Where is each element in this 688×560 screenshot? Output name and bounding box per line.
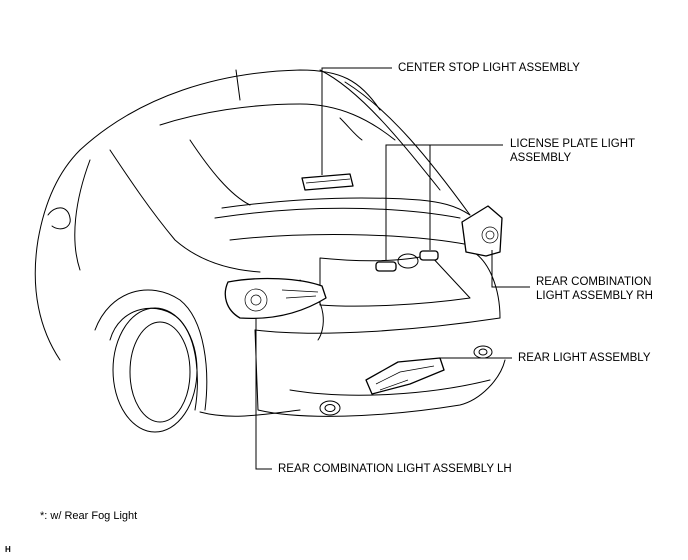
center-stop-light-part <box>301 173 354 191</box>
rear-combination-light-rh-label: REAR COMBINATION LIGHT ASSEMBLY RH <box>536 275 653 303</box>
license-plate-light-label-line1: LICENSE PLATE LIGHT <box>510 138 636 150</box>
rear-light-part <box>365 357 445 395</box>
rear-combination-light-lh-label: REAR COMBINATION LIGHT ASSEMBLY LH <box>278 463 512 475</box>
rear-combination-light-rh-label-line1: REAR COMBINATION <box>536 276 652 288</box>
license-plate-light-label: LICENSE PLATE LIGHT ASSEMBLY <box>510 137 635 165</box>
center-stop-light-label: CENTER STOP LIGHT ASSEMBLY <box>398 62 580 74</box>
license-plate-light-label-line2: ASSEMBLY <box>510 152 572 164</box>
car-rear-illustration <box>34 69 506 433</box>
license-plate-light-parts <box>375 250 439 272</box>
footnote: *: w/ Rear Fog Light <box>40 510 138 522</box>
rear-combination-light-lh-part <box>224 277 327 320</box>
corner-code: H <box>5 545 11 554</box>
rear-combination-light-rh-part <box>461 205 503 257</box>
rear-combination-light-rh-label-line2: LIGHT ASSEMBLY RH <box>536 290 653 302</box>
leader-lines <box>255 67 530 470</box>
rear-light-label: REAR LIGHT ASSEMBLY <box>518 352 651 364</box>
